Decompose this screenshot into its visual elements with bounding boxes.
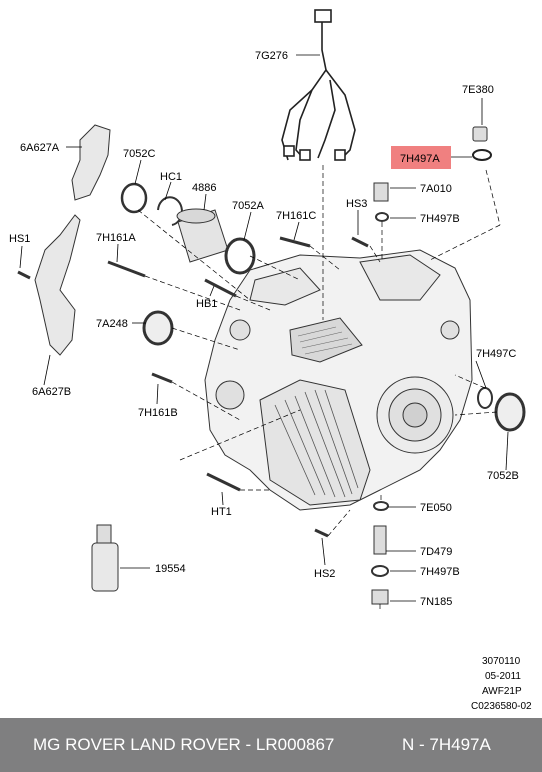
small-parts bbox=[17, 126, 526, 605]
exploded-diagram: 7G276 7E380 7H497A 6A627A 7052C HC1 4886… bbox=[9, 9, 532, 712]
ref-model: AWF21P bbox=[482, 686, 522, 697]
reference-block: 3070110 05-2011 AWF21P C0236580-02 bbox=[471, 656, 532, 712]
label-7052c: 7052C bbox=[123, 148, 155, 160]
label-hc1: HC1 bbox=[160, 171, 182, 183]
label-7g276: 7G276 bbox=[255, 50, 288, 62]
transmission-housing bbox=[204, 249, 473, 511]
footer-bar: MG ROVER LAND ROVER - LR000867 N - 7H497… bbox=[0, 718, 542, 772]
label-7e380: 7E380 bbox=[462, 84, 494, 96]
label-6a627a: 6A627A bbox=[20, 142, 60, 154]
label-7052a: 7052A bbox=[232, 200, 264, 212]
label-7052b: 7052B bbox=[487, 470, 519, 482]
highlight-box-7h497a bbox=[391, 146, 451, 169]
heat-shield-6a627a bbox=[71, 124, 111, 201]
label-7n185: 7N185 bbox=[420, 596, 452, 608]
label-7h497b-bottom: 7H497B bbox=[420, 566, 460, 578]
assembly-lines bbox=[137, 165, 501, 610]
label-7e050: 7E050 bbox=[420, 502, 452, 514]
ref-number: C0236580-02 bbox=[471, 701, 532, 712]
label-hs1: HS1 bbox=[9, 233, 30, 245]
label-7a010: 7A010 bbox=[420, 183, 452, 195]
label-7h497b-top: 7H497B bbox=[420, 213, 460, 225]
label-19554: 19554 bbox=[155, 563, 186, 575]
ref-code: 3070110 bbox=[482, 656, 521, 667]
label-ht1: HT1 bbox=[211, 506, 232, 518]
wiring-harness bbox=[281, 9, 356, 161]
footer-brands: MG ROVER LAND ROVER - LR000867 bbox=[33, 735, 335, 754]
label-7h161c: 7H161C bbox=[276, 210, 316, 222]
label-7h497a[interactable]: 7H497A bbox=[400, 153, 440, 165]
heat-shield-6a627b bbox=[34, 214, 81, 356]
label-6a627b: 6A627B bbox=[32, 386, 71, 398]
leader-lines bbox=[19, 54, 509, 602]
label-7d479: 7D479 bbox=[420, 546, 452, 558]
footer-part-number: N - 7H497A bbox=[402, 735, 491, 754]
label-hs3: HS3 bbox=[346, 198, 367, 210]
label-4886: 4886 bbox=[192, 182, 216, 194]
label-hs2: HS2 bbox=[314, 568, 335, 580]
label-7a248: 7A248 bbox=[96, 318, 128, 330]
label-7h497c: 7H497C bbox=[476, 348, 516, 360]
label-hb1: HB1 bbox=[196, 298, 217, 310]
label-7h161b: 7H161B bbox=[138, 407, 178, 419]
part-labels: 7G276 7E380 7H497A 6A627A 7052C HC1 4886… bbox=[9, 50, 519, 608]
ref-date: 05-2011 bbox=[485, 671, 521, 682]
label-7h161a: 7H161A bbox=[96, 232, 136, 244]
